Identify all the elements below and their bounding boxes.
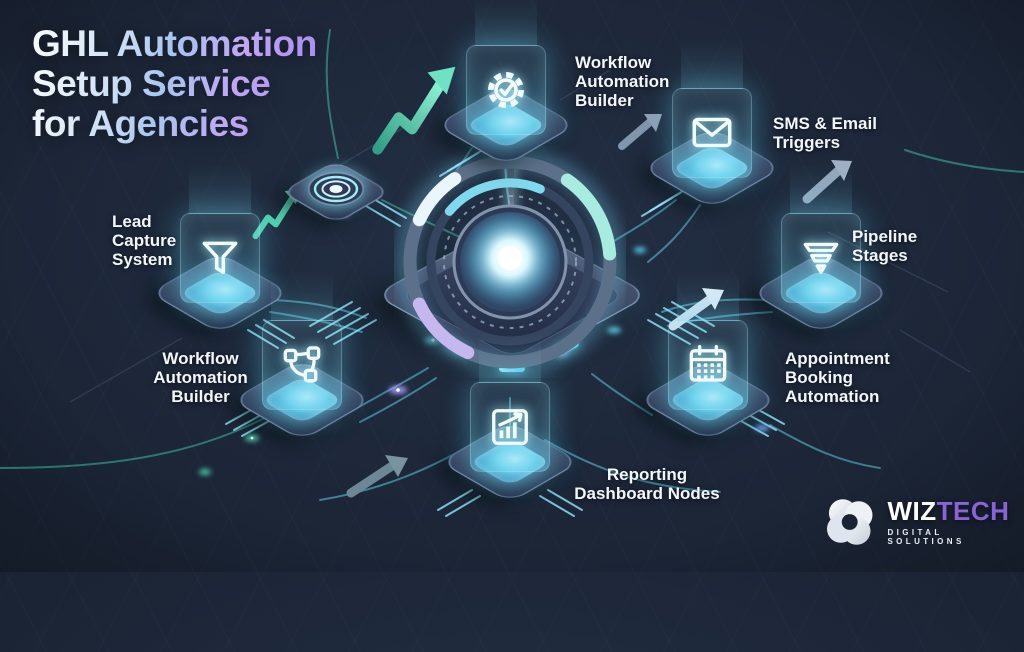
node-reporting-dashboard-nodes xyxy=(439,333,581,512)
node-label-reporting-dashboard-nodes: Reporting Dashboard Nodes xyxy=(574,465,720,504)
node-label-lead-capture-system: Lead Capture System xyxy=(112,212,177,270)
title-line-3: for Agencies xyxy=(32,103,249,144)
node-workflow-automation-builder-top xyxy=(435,0,577,175)
bar-chart-icon xyxy=(492,409,528,445)
node-label-workflow-automation-builder-top: Workflow Automation Builder xyxy=(575,53,670,111)
logo-tech-text: TECH xyxy=(936,496,1010,526)
node-label-sms-email-triggers: SMS & Email Triggers xyxy=(773,114,877,153)
growth-arrow-icon xyxy=(346,455,408,498)
envelope-icon xyxy=(692,117,732,148)
holo-panel xyxy=(470,333,550,472)
holo-panel xyxy=(781,164,861,303)
title-line-2: Setup Service xyxy=(32,63,271,104)
knot-logo-icon xyxy=(826,499,873,545)
lens-chip-icon xyxy=(308,172,364,206)
holo-panel xyxy=(668,271,748,410)
page-title: GHL Automation Setup Service for Agencie… xyxy=(32,24,317,144)
holo-panel xyxy=(466,0,546,135)
gear-check-icon xyxy=(488,72,524,108)
logo-tagline: DIGITAL SOLUTIONS xyxy=(887,528,965,546)
logo-wiz-text: WIZ xyxy=(887,496,937,526)
growth-zigzag-arrow-icon xyxy=(372,66,456,155)
holo-panel xyxy=(262,271,342,410)
lens-chip xyxy=(280,153,392,231)
node-sms-email-triggers xyxy=(641,39,783,218)
node-label-appointment-booking-automation: Appointment Booking Automation xyxy=(785,349,890,407)
node-label-pipeline-stages: Pipeline Stages xyxy=(852,227,918,266)
logo-wordmark: WIZTECH DIGITAL SOLUTIONS xyxy=(887,498,1024,546)
title-line-1: GHL Automation xyxy=(32,23,317,64)
workflow-nodes-icon xyxy=(283,346,321,383)
calendar-icon xyxy=(689,345,727,382)
wiztech-logo: WIZTECH DIGITAL SOLUTIONS xyxy=(822,494,1024,550)
node-workflow-automation-builder-bottom xyxy=(231,271,373,450)
pipeline-funnel-icon xyxy=(803,242,839,274)
logo-brand-text: WIZTECH xyxy=(887,498,1024,524)
node-label-workflow-automation-builder-bottom: Workflow Automation Builder xyxy=(153,349,248,407)
node-appointment-booking-automation xyxy=(637,271,779,450)
